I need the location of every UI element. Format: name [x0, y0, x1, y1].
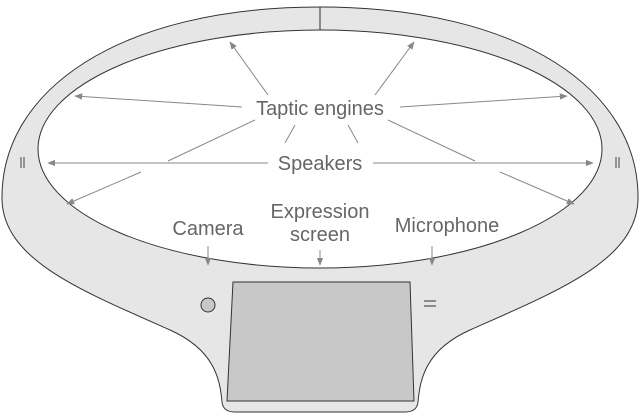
- expression-screen: [226, 281, 415, 402]
- right-button-icon: [615, 157, 620, 168]
- left-button-icon: [20, 157, 25, 168]
- taptic-arrows: [66, 41, 575, 205]
- component-arrows: [204, 246, 436, 266]
- speakers-label: Speakers: [278, 153, 363, 175]
- camera-lens-icon: [200, 297, 216, 313]
- camera-label: Camera: [172, 218, 244, 240]
- taptic-engines-label: Taptic engines: [256, 98, 384, 120]
- microphone-grille-icon: [424, 300, 436, 307]
- expression-label-line1: Expression: [271, 201, 370, 223]
- microphone-label: Microphone: [395, 215, 500, 237]
- expression-label-line2: screen: [290, 224, 350, 246]
